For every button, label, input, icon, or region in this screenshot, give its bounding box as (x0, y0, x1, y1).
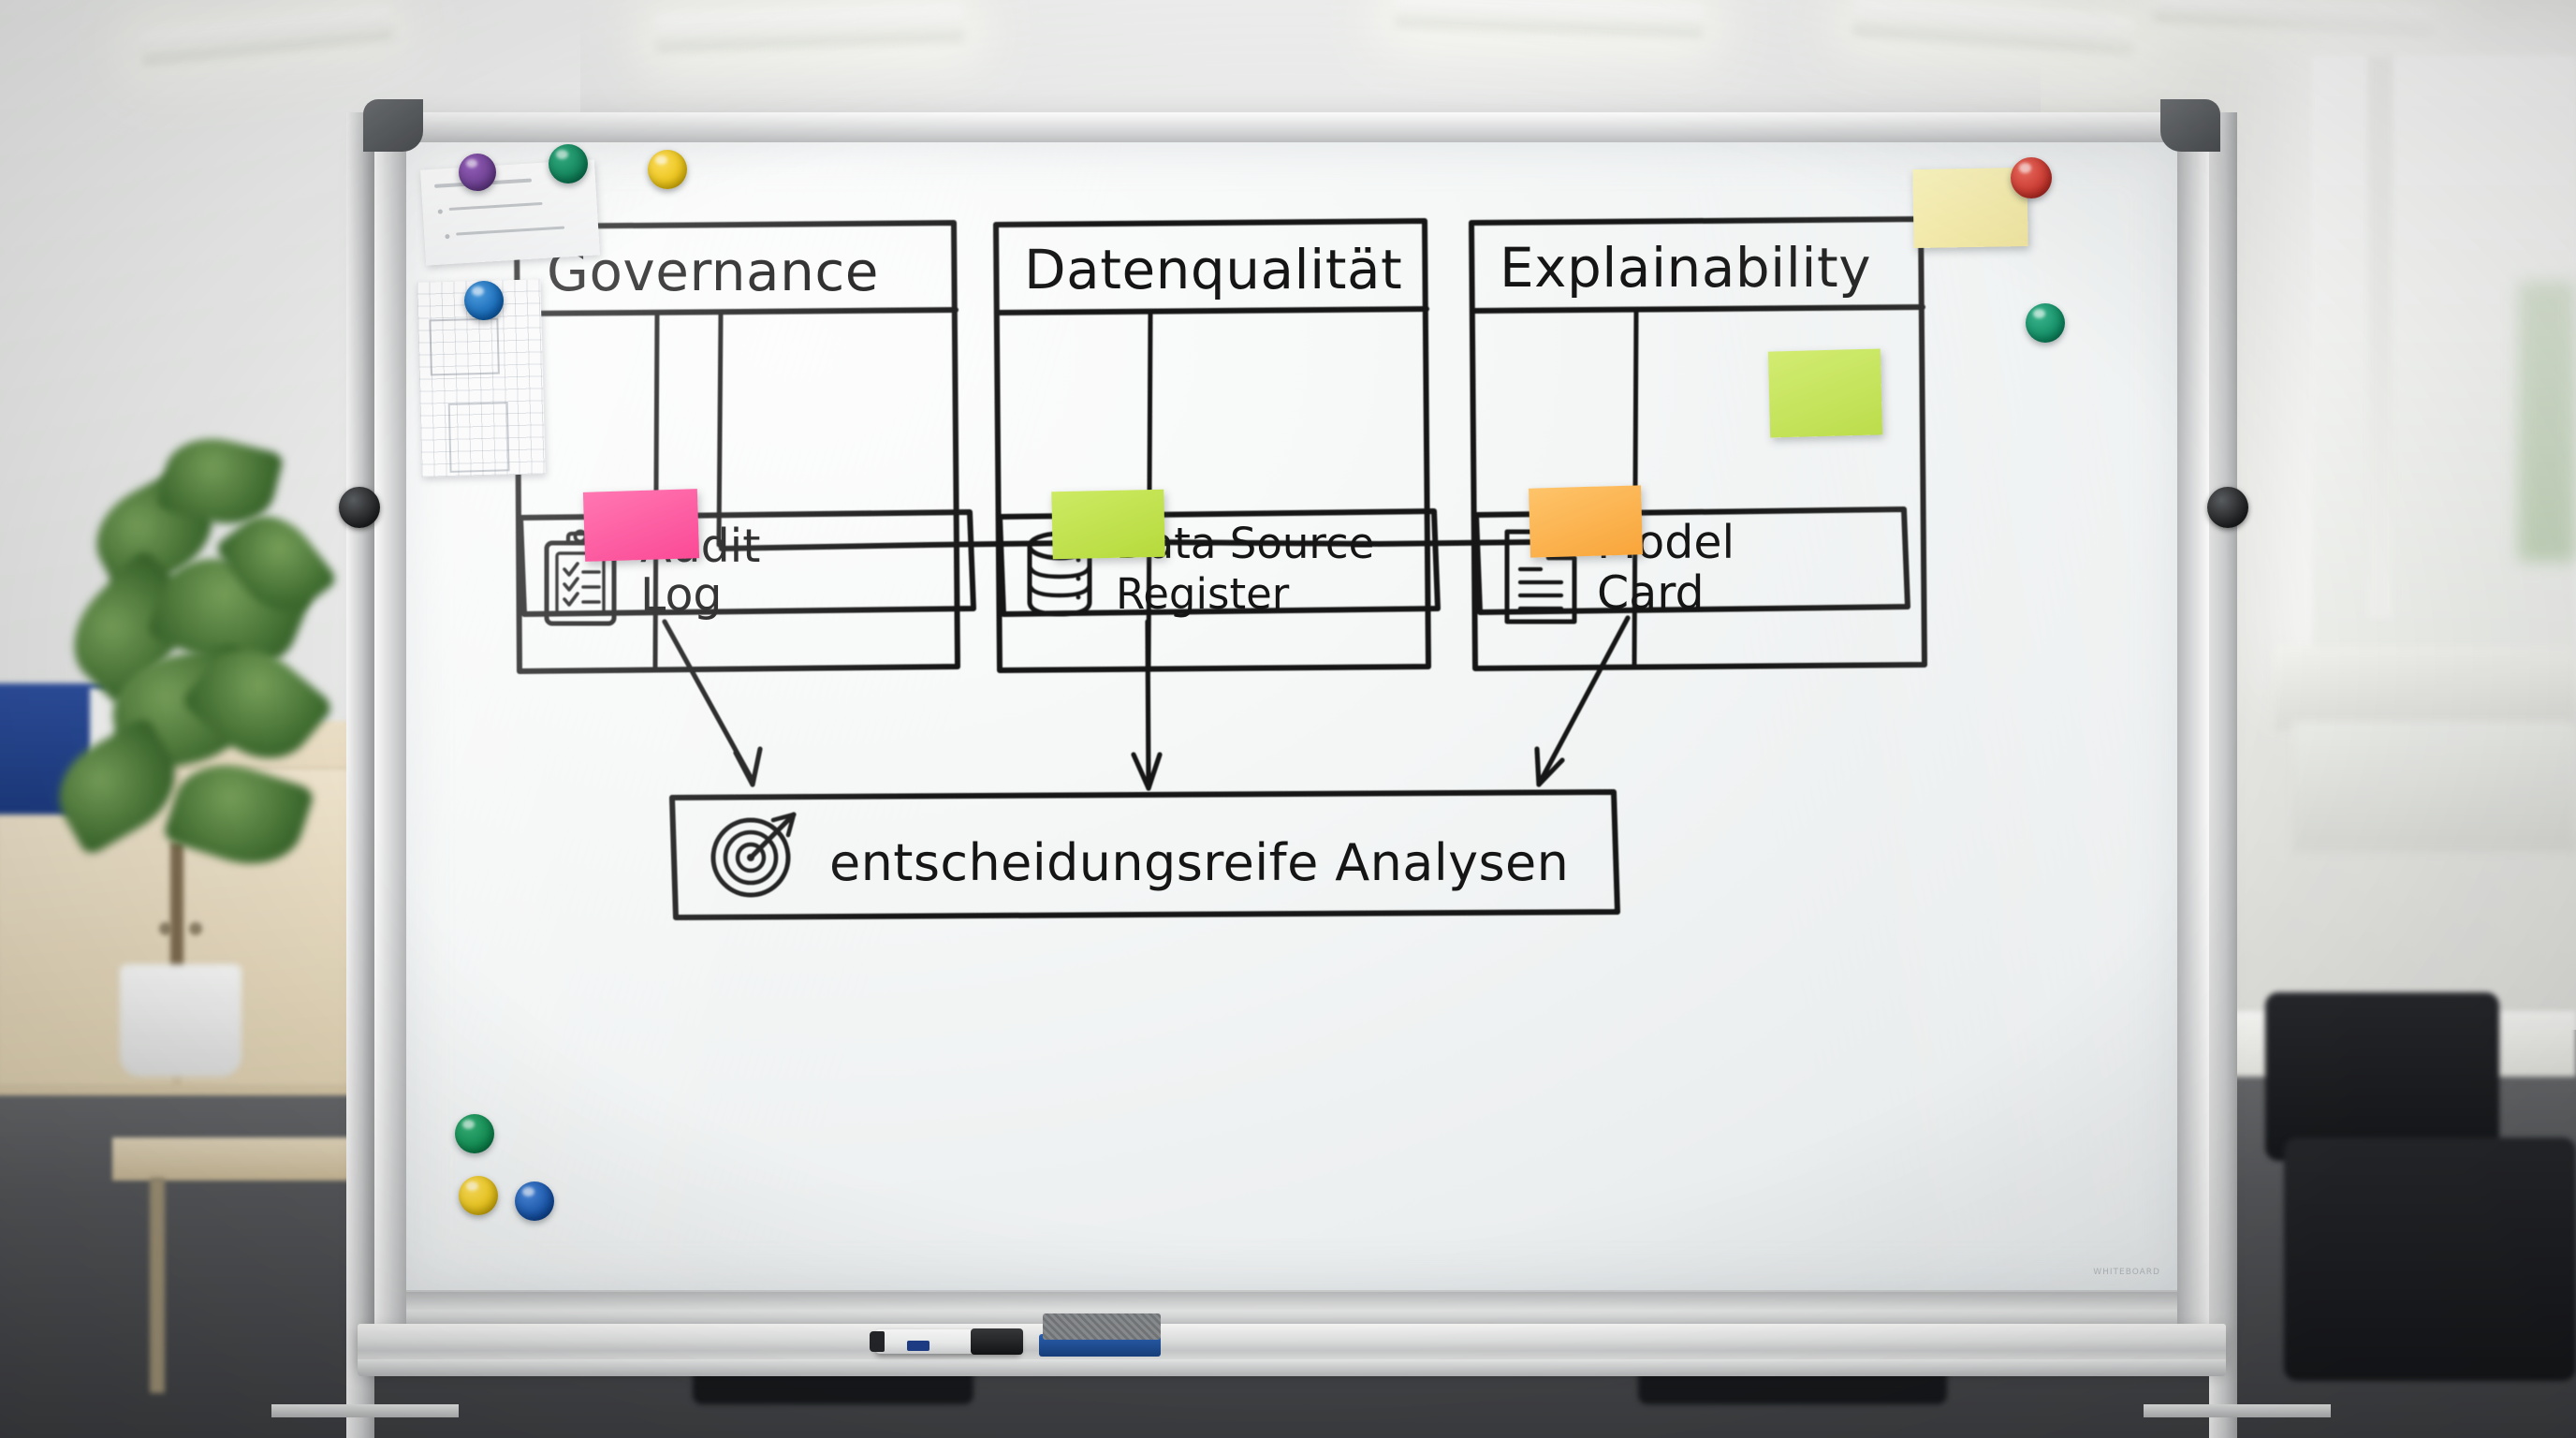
plant-pot (120, 964, 242, 1077)
frame-rail-top (374, 112, 2209, 144)
magnet-purple[interactable] (459, 154, 496, 191)
card-label-data-source-register-line2: Register (1116, 569, 1290, 619)
plant-trunk (170, 843, 183, 983)
magnet-green[interactable] (2026, 303, 2065, 343)
whiteboard-diagram: Governance Datenqualität Explainability … (514, 216, 1927, 920)
stand-foot (271, 1404, 459, 1417)
window-foliage (2518, 281, 2576, 562)
window-mullion (2368, 56, 2393, 618)
magnet-blue[interactable] (515, 1181, 554, 1221)
stand-post (346, 112, 374, 1438)
frame-corner-cap (2160, 99, 2220, 152)
stand-post (2209, 112, 2237, 1438)
chair (2265, 992, 2499, 1161)
radiator (2293, 721, 2576, 852)
board-pivot-knob[interactable] (2207, 487, 2248, 528)
magnet-yellow[interactable] (648, 150, 687, 189)
whiteboard-frame: Governance Datenqualität Explainability … (339, 99, 2248, 1329)
magnet-red[interactable] (2011, 157, 2052, 198)
outcome-label: entscheidungsreife Analysen (829, 833, 1569, 892)
window-sill (2275, 646, 2576, 730)
magnet-green[interactable] (549, 144, 588, 183)
frame-rail-bottom (374, 1292, 2209, 1329)
frame-rail-right (2177, 112, 2209, 1329)
sticky-note-lime[interactable] (1767, 348, 1883, 438)
card-label-model-card-line2: Card (1597, 566, 1705, 620)
magnet-blue[interactable] (464, 281, 504, 320)
sticky-note-orange[interactable] (1528, 485, 1644, 558)
frame-corner-cap (363, 99, 423, 152)
pen-tray-lip (358, 1359, 2226, 1376)
board-pivot-knob[interactable] (339, 487, 380, 528)
board-brand-label: WHITEBOARD (2093, 1268, 2160, 1277)
sticky-note-pink[interactable] (582, 489, 700, 562)
whiteboard-eraser[interactable] (1039, 1313, 1161, 1357)
stand-foot (2144, 1404, 2331, 1417)
sticky-note-green[interactable] (1051, 489, 1165, 560)
whiteboard-surface[interactable]: Governance Datenqualität Explainability … (406, 142, 2177, 1290)
column-title-explainability: Explainability (1500, 236, 1871, 300)
chair (2284, 1137, 2576, 1381)
column-title-governance: Governance (547, 240, 879, 303)
table-leg (150, 1178, 165, 1393)
magnet-green[interactable] (455, 1114, 494, 1153)
table (112, 1137, 384, 1181)
whiteboard-marker[interactable] (870, 1328, 1023, 1355)
magnet-yellow[interactable] (459, 1176, 498, 1215)
whiteboard-assembly: Governance Datenqualität Explainability … (271, 99, 2331, 1438)
card-label-audit-log-line2: Log (640, 568, 723, 622)
column-title-datenqualitaet: Datenqualität (1024, 238, 1402, 301)
frame-rail-left (374, 112, 406, 1329)
